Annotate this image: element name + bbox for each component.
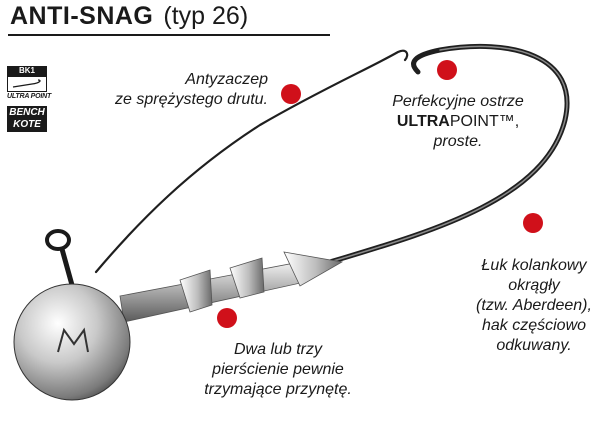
- badge-line2: BENCH: [9, 107, 45, 118]
- bend-line5: odkuwany.: [496, 337, 572, 354]
- badge-bench-kote: BENCH KOTE: [7, 106, 47, 132]
- title-underline: [8, 34, 330, 36]
- callout-antisnag: Antyzaczep ze sprężystego drutu.: [100, 70, 268, 110]
- logo-mark: [57, 327, 89, 353]
- marker-dot-bend: [523, 213, 543, 233]
- point-line2: ULTRAPOINT™,: [378, 112, 538, 132]
- marker-dot-antisnag: [281, 84, 301, 104]
- callout-point: Perfekcyjne ostrze ULTRAPOINT™, proste.: [378, 92, 538, 152]
- point-brand-bold: ULTRA: [396, 113, 450, 130]
- shank: [119, 261, 306, 323]
- page-title: ANTI-SNAG (typ 26): [10, 2, 248, 31]
- marker-dot-rings: [217, 308, 237, 328]
- bk1-badge: BK1 ULTRA POINT BENCH KOTE: [7, 66, 52, 132]
- badge-line3: KOTE: [13, 119, 41, 130]
- mini-hook-icon: [7, 76, 47, 92]
- point-line3: proste.: [433, 133, 483, 150]
- point-line1: Perfekcyjne ostrze: [392, 93, 524, 110]
- callout-bend: Łuk kolankowy okrągły (tzw. Aberdeen), h…: [470, 256, 598, 356]
- callout-rings: Dwa lub trzy pierścienie pewnie trzymają…: [188, 340, 368, 400]
- rings-line1: Dwa lub trzy: [233, 341, 323, 358]
- marker-dot-point: [437, 60, 457, 80]
- bait-rings: [179, 251, 344, 313]
- line-eye: [45, 229, 75, 288]
- anti-snag-wire: [94, 49, 409, 274]
- badge-code: BK1: [7, 66, 47, 76]
- title-bold: ANTI-SNAG: [10, 2, 154, 30]
- bend-line3: (tzw. Aberdeen),: [476, 297, 592, 314]
- bend-line2: okrągły: [508, 277, 560, 294]
- rings-line2: pierścienie pewnie: [212, 361, 344, 378]
- bend-line4: hak częściowo: [481, 317, 587, 334]
- bend-line1: Łuk kolankowy: [481, 257, 587, 274]
- badge-line1: ULTRA POINT: [7, 93, 52, 100]
- rings-line3: trzymające przynętę.: [204, 381, 352, 398]
- antisnag-line1: Antyzaczep: [185, 71, 268, 88]
- point-brand-rest: POINT™,: [449, 113, 520, 130]
- title-type: (typ 26): [163, 2, 249, 30]
- antisnag-line2: ze sprężystego drutu.: [115, 91, 268, 108]
